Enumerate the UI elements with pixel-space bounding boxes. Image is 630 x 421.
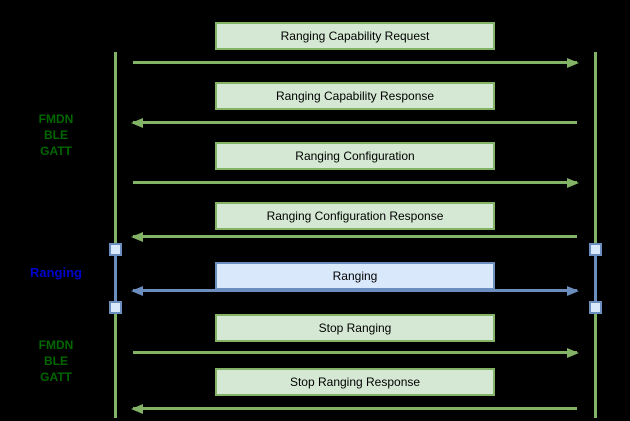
- ranging-phase-node: [109, 243, 122, 256]
- message-label: Ranging: [332, 269, 378, 283]
- message-label: Ranging Configuration: [295, 149, 415, 163]
- ranging-phase-node: [589, 243, 602, 256]
- ranging-phase-node: [589, 301, 602, 314]
- arrow-right-icon: [133, 181, 577, 184]
- message-box-ranging-configuration-response: Ranging Configuration Response: [215, 202, 495, 230]
- phase-label-line: BLE: [44, 354, 68, 368]
- message-box-ranging-capability-response: Ranging Capability Response: [215, 82, 495, 110]
- message-box-stop-ranging-response: Stop Ranging Response: [215, 368, 495, 396]
- message-box-ranging-configuration: Ranging Configuration: [215, 142, 495, 170]
- message-label: Stop Ranging: [318, 321, 392, 335]
- arrow-right-icon: [133, 61, 577, 64]
- arrow-right-icon: [133, 351, 577, 354]
- phase-label-line: GATT: [40, 144, 72, 158]
- phase-label-fmdn-ble-gatt-top: FMDN BLE GATT: [16, 111, 96, 159]
- message-label: Ranging Capability Request: [280, 29, 430, 43]
- right-lifeline-ranging-segment: [594, 249, 597, 308]
- ranging-phase-node: [109, 301, 122, 314]
- left-lifeline-ranging-segment: [114, 249, 117, 308]
- arrow-left-icon: [133, 121, 577, 124]
- phase-label-line: FMDN: [38, 112, 74, 126]
- arrow-left-icon: [133, 407, 577, 410]
- arrow-left-icon: [133, 235, 577, 238]
- phase-label-line: GATT: [40, 370, 72, 384]
- message-label: Stop Ranging Response: [289, 375, 421, 389]
- right-lifeline: [594, 52, 597, 418]
- phase-label-line: Ranging: [30, 265, 82, 280]
- message-label: Ranging Configuration Response: [266, 209, 444, 223]
- phase-label-fmdn-ble-gatt-bottom: FMDN BLE GATT: [16, 337, 96, 385]
- message-label: Ranging Capability Response: [275, 89, 435, 103]
- message-box-ranging-capability-request: Ranging Capability Request: [215, 22, 495, 50]
- phase-label-ranging: Ranging: [16, 265, 96, 280]
- message-box-ranging: Ranging: [215, 262, 495, 290]
- left-lifeline: [114, 52, 117, 418]
- arrow-both-icon: [133, 289, 577, 292]
- phase-label-line: FMDN: [38, 338, 74, 352]
- message-box-stop-ranging: Stop Ranging: [215, 314, 495, 342]
- phase-label-line: BLE: [44, 128, 68, 142]
